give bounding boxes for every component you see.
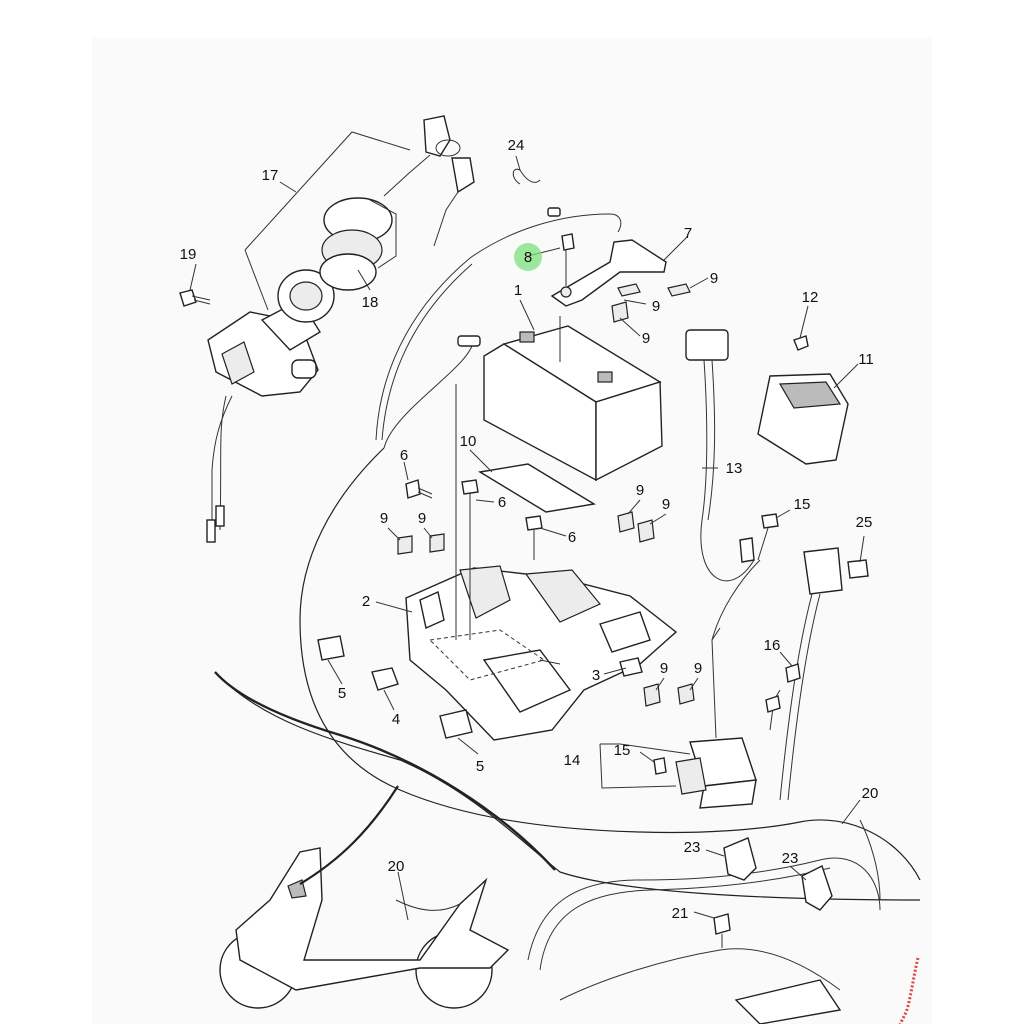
callout-9: 9 xyxy=(652,298,660,315)
callout-16: 16 xyxy=(764,637,781,654)
callout-20: 20 xyxy=(388,858,405,875)
callout-5: 5 xyxy=(338,685,346,702)
frame-section-line xyxy=(214,671,556,871)
callout-24: 24 xyxy=(508,137,525,154)
callout-23: 23 xyxy=(782,850,799,867)
red-pen-mark xyxy=(898,957,920,1024)
callout-15: 15 xyxy=(794,496,811,513)
callout-13: 13 xyxy=(726,460,743,477)
callout-2: 2 xyxy=(362,593,370,610)
callout-21: 21 xyxy=(672,905,689,922)
callout-4: 4 xyxy=(392,711,400,728)
battery-sheet xyxy=(478,463,596,513)
callout-9: 9 xyxy=(662,496,670,513)
callout-8[interactable]: 8 xyxy=(524,249,532,266)
wire-harness xyxy=(527,819,881,1024)
clip-nuts xyxy=(317,635,643,739)
main-switch-assembly xyxy=(179,115,475,543)
fuse-and-coupler-parts xyxy=(711,513,869,801)
scooter-location-silhouette xyxy=(219,785,510,1009)
callout-25: 25 xyxy=(856,514,873,531)
callout-9: 9 xyxy=(380,510,388,527)
callout-18: 18 xyxy=(362,294,379,311)
callout-12: 12 xyxy=(802,289,819,306)
callout-11: 11 xyxy=(858,351,874,368)
diagram-paper xyxy=(92,38,932,1024)
callout-9: 9 xyxy=(636,482,644,499)
callout-9: 9 xyxy=(710,270,718,287)
callout-19: 19 xyxy=(180,246,197,263)
callout-9: 9 xyxy=(660,660,668,677)
callout-9: 9 xyxy=(418,510,426,527)
battery xyxy=(483,316,663,482)
callout-17: 17 xyxy=(262,167,279,184)
callout-9: 9 xyxy=(642,330,650,347)
callout-10: 10 xyxy=(460,433,477,450)
starter-relay-lead xyxy=(685,329,755,582)
battery-band-bracket xyxy=(550,233,667,307)
battery-lead-wire xyxy=(375,168,622,449)
callout-8-highlight xyxy=(514,243,542,271)
leader-lines xyxy=(189,155,865,921)
callout-6: 6 xyxy=(568,529,576,546)
battery-tray xyxy=(405,384,678,741)
callout-14: 14 xyxy=(564,752,581,769)
callout-6: 6 xyxy=(498,494,506,511)
callout-6: 6 xyxy=(400,447,408,464)
callout-7: 7 xyxy=(684,225,692,242)
tray-bolts xyxy=(405,479,543,560)
callout-9: 9 xyxy=(694,660,702,677)
assembly-boundary-outline xyxy=(299,447,921,881)
callout-1: 1 xyxy=(514,282,522,299)
callout-15: 15 xyxy=(614,742,631,759)
terminal-cover xyxy=(757,335,849,465)
callout-3: 3 xyxy=(592,667,600,684)
callout-20: 20 xyxy=(862,785,879,802)
callout-23: 23 xyxy=(684,839,701,856)
fuse-box xyxy=(653,627,757,809)
frame-divider-line xyxy=(214,671,921,901)
callout-5: 5 xyxy=(476,758,484,775)
callout-labels: 24 17 19 18 8 7 9 9 9 1 12 11 10 13 6 6 … xyxy=(180,137,879,922)
